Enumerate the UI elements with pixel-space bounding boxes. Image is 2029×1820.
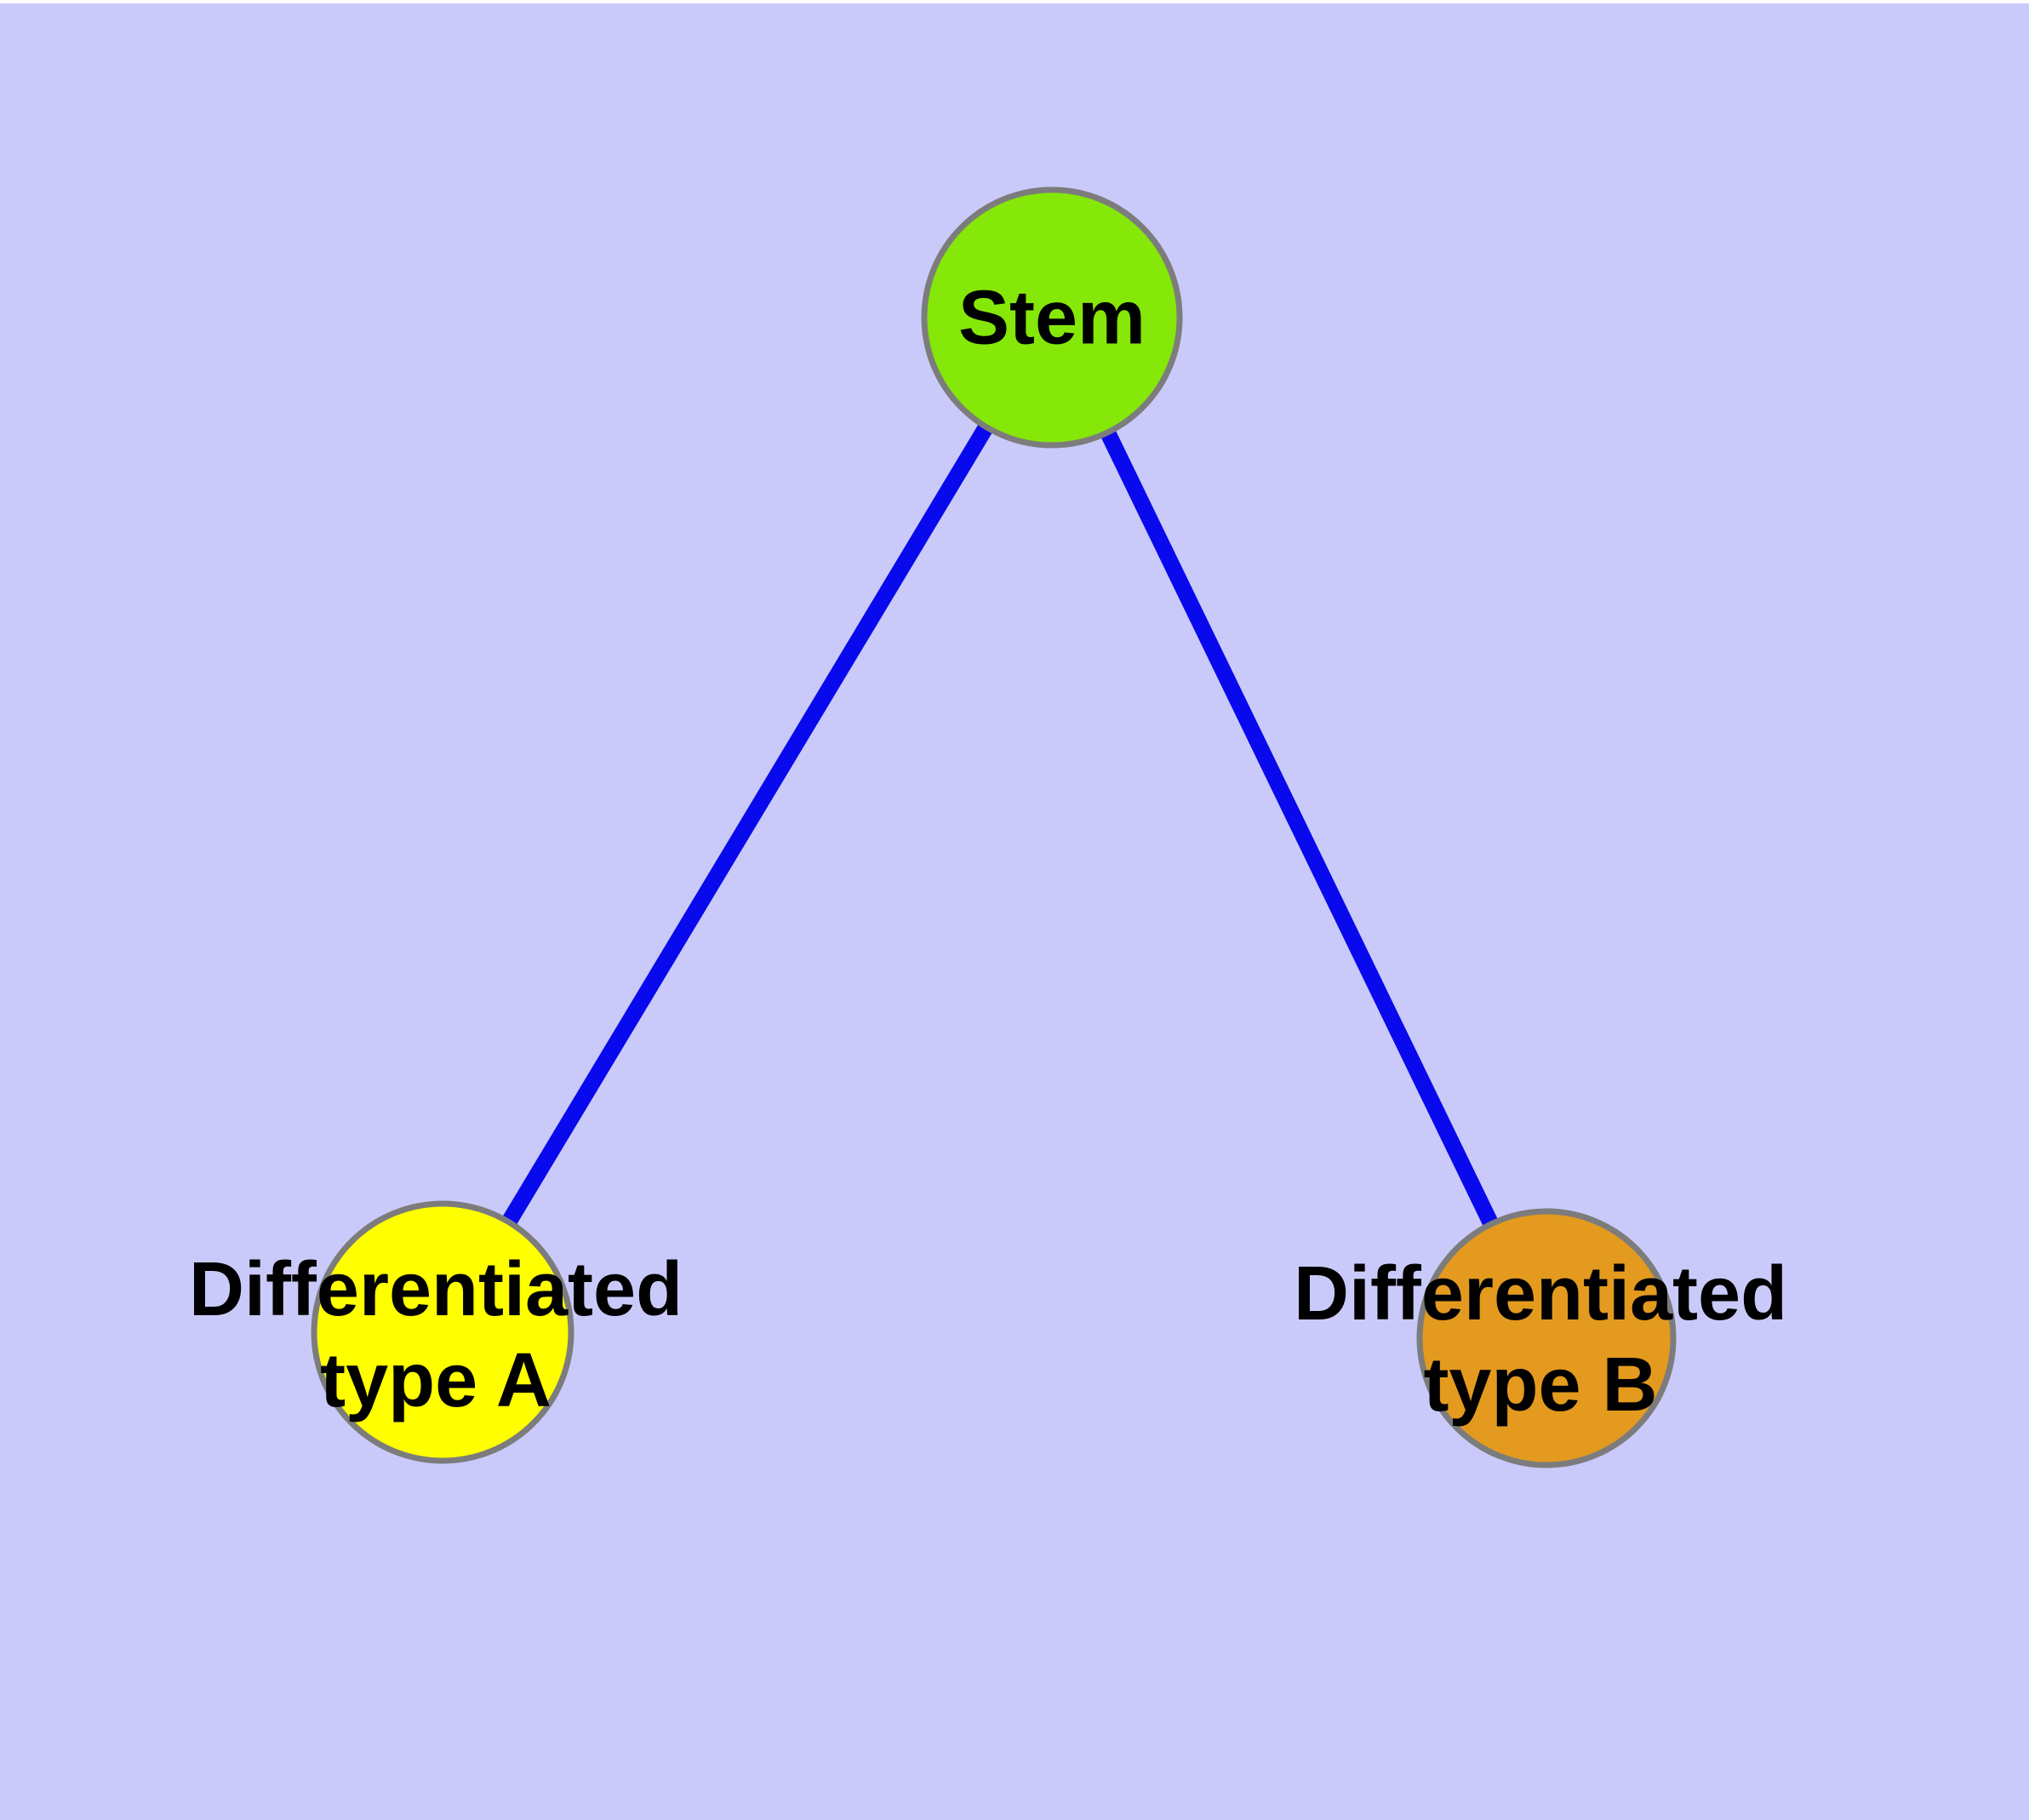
node-stem-label: Stem (957, 275, 1146, 361)
node-typeA-label: Differentiated type A (188, 1247, 683, 1423)
edge-stem-to-typeA (435, 313, 1060, 1336)
edge-stem-to-typeB (1044, 313, 1554, 1342)
page-top-margin (0, 0, 2029, 3)
node-typeB-label: Differentiated type B (1293, 1251, 1788, 1428)
node-stem-circle (921, 186, 1183, 449)
node-typeA-circle (311, 1200, 574, 1464)
node-typeB-circle (1416, 1208, 1677, 1468)
